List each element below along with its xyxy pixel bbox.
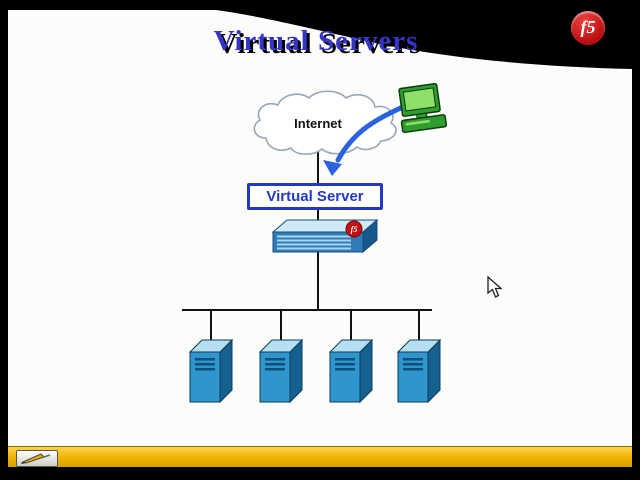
- top-swoosh-decoration: [216, 10, 632, 69]
- device-f5-badge-text: f5: [351, 225, 358, 234]
- f5-logo: f5: [571, 11, 605, 45]
- server-icon: [396, 338, 442, 404]
- internet-label: Internet: [294, 116, 342, 131]
- client-computer-icon: [398, 82, 448, 134]
- network-diagram: f5: [182, 82, 503, 404]
- virtual-server-label: Virtual Server: [266, 188, 364, 205]
- server-icon: [258, 338, 304, 404]
- bottom-toolbar: [8, 446, 632, 467]
- slide-canvas: Virtual Servers: [8, 10, 632, 446]
- device-f5-ball-icon: [345, 220, 363, 238]
- f5-logo-text: f5: [580, 17, 596, 37]
- connector-lines: [182, 148, 432, 344]
- server-icon: [188, 338, 234, 404]
- server-icon: [328, 338, 374, 404]
- load-balancer-icon: f5: [271, 218, 379, 254]
- annotation-pen-button[interactable]: [16, 450, 58, 467]
- mouse-cursor-icon: [487, 275, 503, 298]
- pen-icon: [21, 453, 51, 464]
- slide-title: Virtual Servers: [213, 25, 419, 57]
- virtual-server-box: Virtual Server: [247, 183, 383, 210]
